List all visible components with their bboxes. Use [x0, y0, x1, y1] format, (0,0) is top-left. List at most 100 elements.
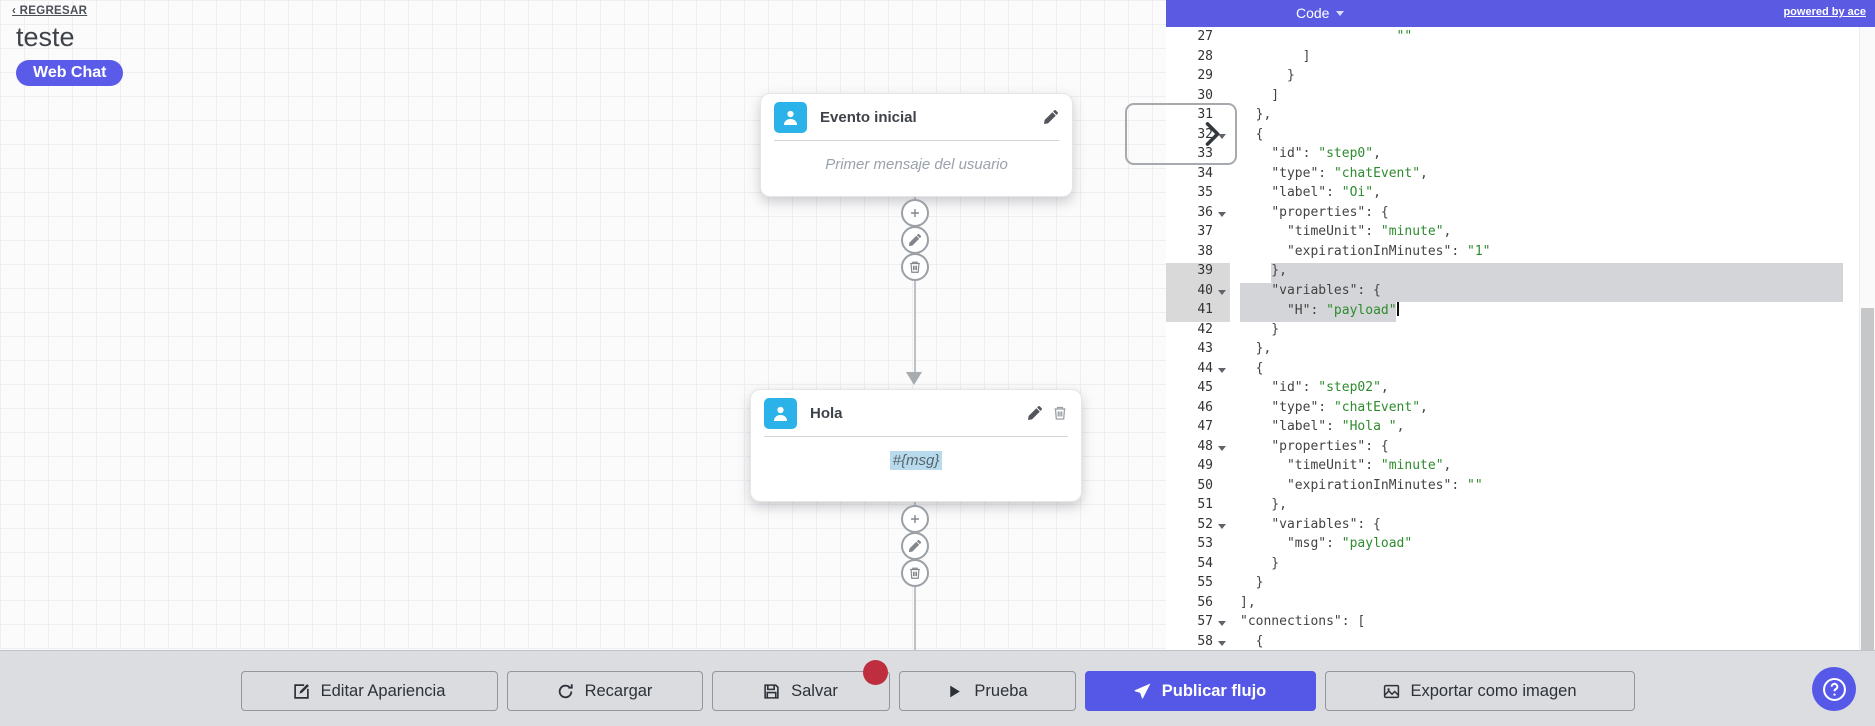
salvar-button[interactable]: Salvar [711, 671, 890, 711]
code-line[interactable]: 35 "label": "Oi", [1166, 185, 1875, 205]
code-line[interactable]: 36 "properties": { [1166, 205, 1875, 225]
code-line[interactable]: 40 "variables": { [1166, 282, 1875, 302]
add-step-button[interactable] [901, 505, 929, 533]
code-editor[interactable]: 27 ""28 ]29 }30 ]31 },32 {33 "id": "step… [1166, 27, 1875, 650]
edit-connection-button[interactable] [901, 226, 929, 254]
code-line[interactable]: 37 "timeUnit": "minute", [1166, 224, 1875, 244]
code-line[interactable]: 38 "expirationInMinutes": "1" [1166, 244, 1875, 264]
code-line[interactable]: 46 "type": "chatEvent", [1166, 400, 1875, 420]
code-line-text: "H": "payload" [1286, 302, 1399, 318]
code-line-text: "timeUnit": "minute", [1286, 224, 1452, 239]
code-line[interactable]: 30 ] [1166, 88, 1875, 108]
gutter-cell: 38 [1197, 243, 1213, 259]
unsaved-changes-dot [863, 660, 888, 685]
edit-node-icon[interactable] [1027, 405, 1043, 421]
code-line[interactable]: 54 } [1166, 556, 1875, 576]
code-line-text: } [1240, 321, 1280, 337]
node-body-text: Primer mensaje del usuario [825, 156, 1008, 173]
code-line-text: }, [1240, 107, 1272, 122]
gutter-cell: 57 [1166, 614, 1230, 634]
gutter-cell: 53 [1197, 536, 1213, 551]
collapse-panel-button[interactable] [1125, 103, 1237, 165]
scrollbar-thumb[interactable] [1861, 308, 1874, 650]
code-line[interactable]: 28 ] [1166, 49, 1875, 69]
code-line-text: }, [1240, 497, 1287, 512]
gutter-cell: 39 [1166, 263, 1230, 283]
flow-canvas[interactable]: ‹ REGRESAR teste Web Chat Evento inicial [0, 0, 1166, 650]
code-line[interactable]: 29 } [1166, 68, 1875, 88]
code-line[interactable]: 39 }, [1166, 263, 1875, 283]
code-line[interactable]: 32 { [1166, 127, 1875, 147]
node-title: Evento inicial [820, 108, 917, 126]
flow-node-hola[interactable]: Hola #{msg} [750, 389, 1082, 502]
prueba-button[interactable]: Prueba [898, 671, 1076, 711]
button-label: Publicar flujo [1161, 681, 1267, 700]
flow-node-evento-inicial[interactable]: Evento inicial Primer mensaje del usuari… [760, 93, 1073, 197]
code-line-text: "timeUnit": "minute", [1286, 458, 1452, 473]
add-step-button[interactable] [901, 199, 929, 227]
pencil-square-icon [293, 683, 310, 700]
gutter-cell: 30 [1197, 87, 1213, 103]
code-line[interactable]: 45 "id": "step02", [1166, 380, 1875, 400]
code-line[interactable]: 50 "expirationInMinutes": "" [1166, 478, 1875, 498]
fold-arrow-icon[interactable] [1218, 640, 1226, 646]
code-line-text: "type": "chatEvent", [1271, 399, 1428, 415]
code-line[interactable]: 48 "properties": { [1166, 439, 1875, 459]
code-line[interactable]: 31 }, [1166, 107, 1875, 127]
recargar-button[interactable]: Recargar [506, 671, 703, 711]
gutter-cell: 33 [1197, 146, 1213, 161]
fold-arrow-icon[interactable] [1218, 367, 1226, 373]
fold-arrow-icon[interactable] [1218, 445, 1226, 451]
powered-by-ace-link[interactable]: powered by ace [1783, 6, 1866, 18]
code-line[interactable]: 57"connections": [ [1166, 614, 1875, 634]
editar-apariencia-button[interactable]: Editar Apariencia [240, 671, 498, 711]
code-line[interactable]: 43 }, [1166, 341, 1875, 361]
code-line[interactable]: 56], [1166, 595, 1875, 615]
fold-arrow-icon[interactable] [1218, 289, 1226, 295]
edit-connection-button[interactable] [901, 532, 929, 560]
question-icon [1822, 677, 1846, 701]
code-line[interactable]: 49 "timeUnit": "minute", [1166, 458, 1875, 478]
gutter-cell: 31 [1197, 107, 1213, 122]
fold-arrow-icon[interactable] [1218, 211, 1226, 217]
code-line[interactable]: 34 "type": "chatEvent", [1166, 166, 1875, 186]
code-line[interactable]: 33 "id": "step0", [1166, 146, 1875, 166]
back-link[interactable]: ‹ REGRESAR [12, 5, 88, 17]
code-mode-dropdown[interactable]: Code [1296, 5, 1345, 21]
text-cursor [1396, 302, 1399, 316]
gutter-cell: 51 [1197, 497, 1213, 512]
code-line-text: ] [1240, 87, 1280, 103]
code-line[interactable]: 53 "msg": "payload" [1166, 536, 1875, 556]
editor-scrollbar[interactable] [1859, 27, 1875, 650]
delete-node-icon[interactable] [1052, 405, 1068, 421]
code-line[interactable]: 55 } [1166, 575, 1875, 595]
code-line[interactable]: 51 }, [1166, 497, 1875, 517]
exportar-como-imagen-button[interactable]: Exportar como imagen [1324, 671, 1635, 711]
gutter-cell: 36 [1166, 205, 1230, 225]
fold-arrow-icon[interactable] [1218, 621, 1226, 626]
help-button[interactable] [1812, 667, 1856, 711]
code-line[interactable]: 44 { [1166, 361, 1875, 381]
code-line[interactable]: 47 "label": "Hola ", [1166, 419, 1875, 439]
gutter-cell: 54 [1197, 555, 1213, 571]
button-label: Recargar [584, 681, 653, 700]
publicar-flujo-button[interactable]: Publicar flujo [1084, 671, 1316, 711]
chevron-right-icon [1205, 122, 1220, 146]
edit-node-icon[interactable] [1043, 109, 1059, 125]
gutter-cell: 27 [1197, 29, 1213, 44]
node-body: Primer mensaje del usuario [761, 141, 1072, 173]
fold-arrow-icon[interactable] [1218, 133, 1226, 139]
code-line[interactable]: 52 "variables": { [1166, 517, 1875, 537]
code-line-text: { [1240, 126, 1264, 142]
code-line-text: ] [1240, 48, 1311, 64]
code-line[interactable]: 41 "H": "payload" [1166, 302, 1875, 322]
code-line[interactable]: 27 "" [1166, 29, 1875, 49]
gutter-cell: 44 [1166, 361, 1230, 381]
node-title: Hola [810, 404, 843, 422]
delete-connection-button[interactable] [901, 253, 929, 281]
code-line[interactable]: 42 } [1166, 322, 1875, 342]
code-line[interactable]: 58 { [1166, 634, 1875, 651]
delete-connection-button[interactable] [901, 559, 929, 587]
fold-arrow-icon[interactable] [1218, 523, 1226, 529]
